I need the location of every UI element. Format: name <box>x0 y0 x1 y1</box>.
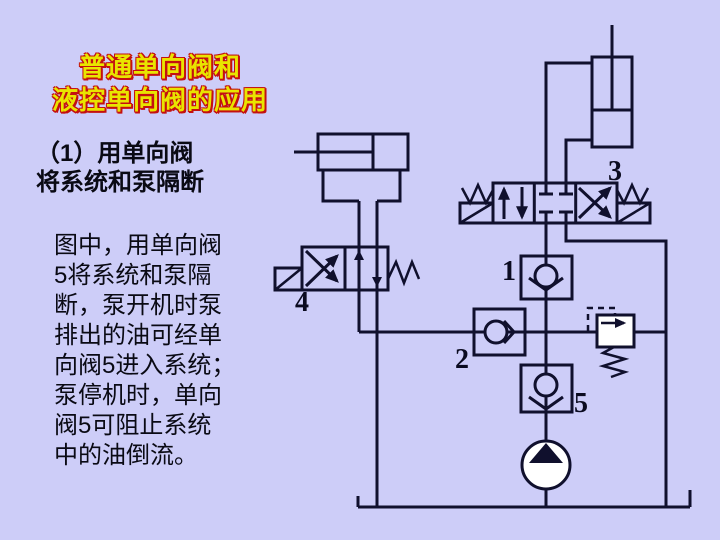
horizontal-cylinder-symbol <box>294 132 410 172</box>
body-paragraph: 图中，用单向阀 5将系统和泵隔 断，泵开机时泵 排出的油可经单 向阀5进入系统；… <box>54 231 235 471</box>
relief-valve-symbol <box>586 306 636 379</box>
solenoid-icon <box>273 266 304 292</box>
spring-icon <box>598 345 630 379</box>
check-valve-1-symbol: 1 <box>502 254 574 301</box>
pilot-line <box>586 306 617 331</box>
directional-valve-4-symbol: 4 <box>273 245 421 318</box>
check-valve2-label: 2 <box>455 344 469 375</box>
valve4-label: 4 <box>295 287 309 318</box>
section-heading: （1）用单向阀 将系统和泵隔断 <box>36 139 204 197</box>
pipe-lines <box>321 61 668 507</box>
check-valve1-label: 1 <box>502 256 516 287</box>
spring-icon <box>460 181 495 206</box>
body-line: 泵停机时，单向 <box>54 382 222 409</box>
spring-icon <box>386 258 421 287</box>
solenoid-icon <box>615 201 652 225</box>
vertical-cylinder-symbol <box>590 25 634 149</box>
valve3-label: 3 <box>608 156 622 187</box>
body-line: 向阀5进入系统； <box>54 352 236 379</box>
body-line: 断，泵开机时泵 <box>54 292 222 319</box>
tank-return-line <box>356 490 692 509</box>
section-heading-line1: （1）用单向阀 <box>36 140 194 167</box>
spring-icon <box>615 181 650 206</box>
slide-title: 普通单向阀和 液控单向阀的应用 <box>40 51 280 117</box>
slide-title-line2: 液控单向阀的应用 <box>51 85 268 115</box>
solenoid-icon <box>458 201 495 225</box>
body-line: 排出的油可经单 <box>54 322 222 349</box>
body-line: 阀5可阻止系统 <box>54 412 212 439</box>
body-line: 中的油倒流。 <box>54 442 198 469</box>
slide-title-line1: 普通单向阀和 <box>78 52 241 82</box>
check-valve5-label: 5 <box>574 388 588 419</box>
body-line: 图中，用单向阀 <box>54 232 222 259</box>
directional-valve-3-symbol: 3 <box>458 156 652 225</box>
section-heading-line2: 将系统和泵隔断 <box>36 169 204 196</box>
pump-symbol <box>520 439 572 491</box>
check-valve-5-symbol: 5 <box>519 363 588 419</box>
check-valve-2-symbol: 2 <box>455 307 527 375</box>
body-line: 5将系统和泵隔 <box>54 262 212 289</box>
